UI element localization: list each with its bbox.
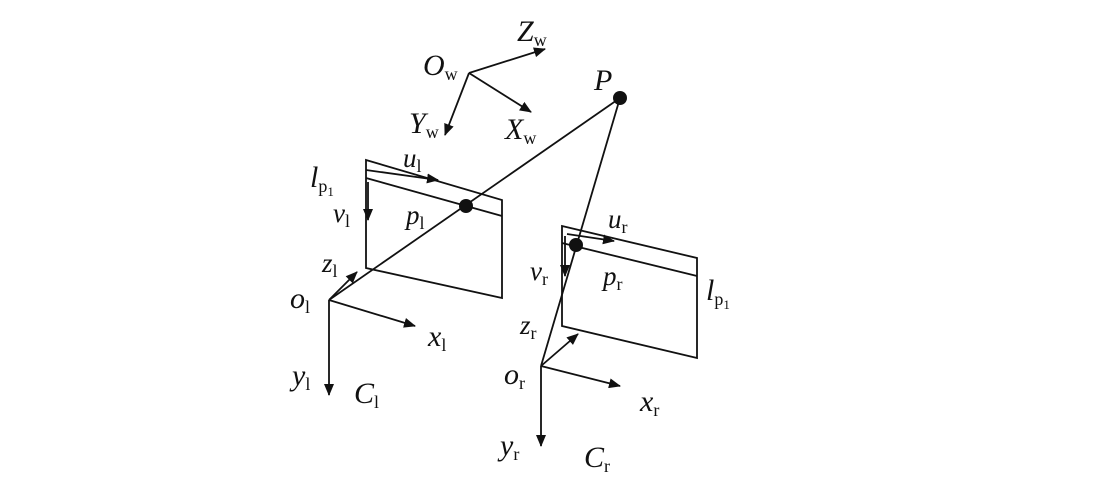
right-projection-ray xyxy=(540,97,621,367)
left-v-label: vl xyxy=(333,198,350,231)
world-x-axis-arrow xyxy=(468,72,532,113)
left-u-axis-arrow xyxy=(365,169,439,184)
left-x-axis-arrow xyxy=(328,299,416,328)
right-plane-label: lp1 xyxy=(706,274,730,312)
right-camera-name: Cr xyxy=(584,441,610,476)
world-y-axis-label: Yw xyxy=(409,107,439,142)
right-image-plane-top-band xyxy=(561,242,698,277)
left-u-label: ul xyxy=(403,143,422,176)
left-x-axis-label: xl xyxy=(427,320,446,355)
scene-point-label: P xyxy=(593,64,612,97)
left-image-plane-top-band xyxy=(365,177,503,217)
left-camera-name: Cl xyxy=(354,377,379,412)
right-camera: ur vr pr lp1 zr or xr yr Cr xyxy=(497,204,730,476)
world-y-axis-arrow xyxy=(444,72,470,136)
left-image-plane xyxy=(365,158,503,300)
left-camera: lp1 ul vl pl zl ol xl yl Cl xyxy=(289,143,503,412)
left-y-axis-label: yl xyxy=(289,359,310,394)
left-projection-ray xyxy=(328,97,621,301)
scene-point: P xyxy=(593,64,612,97)
world-z-axis-label: Zw xyxy=(517,15,547,50)
world-frame: Ow Zw Yw Xw xyxy=(409,15,547,148)
left-plane-label: lp1 xyxy=(310,161,334,199)
left-origin-label: ol xyxy=(290,282,310,317)
left-projection-dot xyxy=(459,199,473,213)
scene-point-dot xyxy=(613,91,627,105)
world-origin-label: Ow xyxy=(423,49,458,84)
right-y-axis-label: yr xyxy=(497,429,519,464)
right-x-axis-label: xr xyxy=(639,385,659,420)
left-z-axis-label: zl xyxy=(321,248,338,281)
world-x-axis-label: Xw xyxy=(504,113,536,148)
right-v-label: vr xyxy=(530,256,548,289)
right-projection-label: pr xyxy=(601,261,623,294)
right-projection-dot xyxy=(569,238,583,252)
right-u-axis-arrow xyxy=(566,233,615,245)
left-z-axis-arrow xyxy=(328,271,358,301)
right-z-axis-arrow xyxy=(540,333,579,367)
right-u-label: ur xyxy=(608,204,628,237)
right-x-axis-arrow xyxy=(540,365,621,389)
right-z-axis-label: zr xyxy=(519,310,537,343)
world-z-axis-arrow xyxy=(468,47,546,74)
right-image-plane xyxy=(561,224,698,360)
left-projection-label: pl xyxy=(404,200,425,233)
right-origin-label: or xyxy=(504,358,525,393)
